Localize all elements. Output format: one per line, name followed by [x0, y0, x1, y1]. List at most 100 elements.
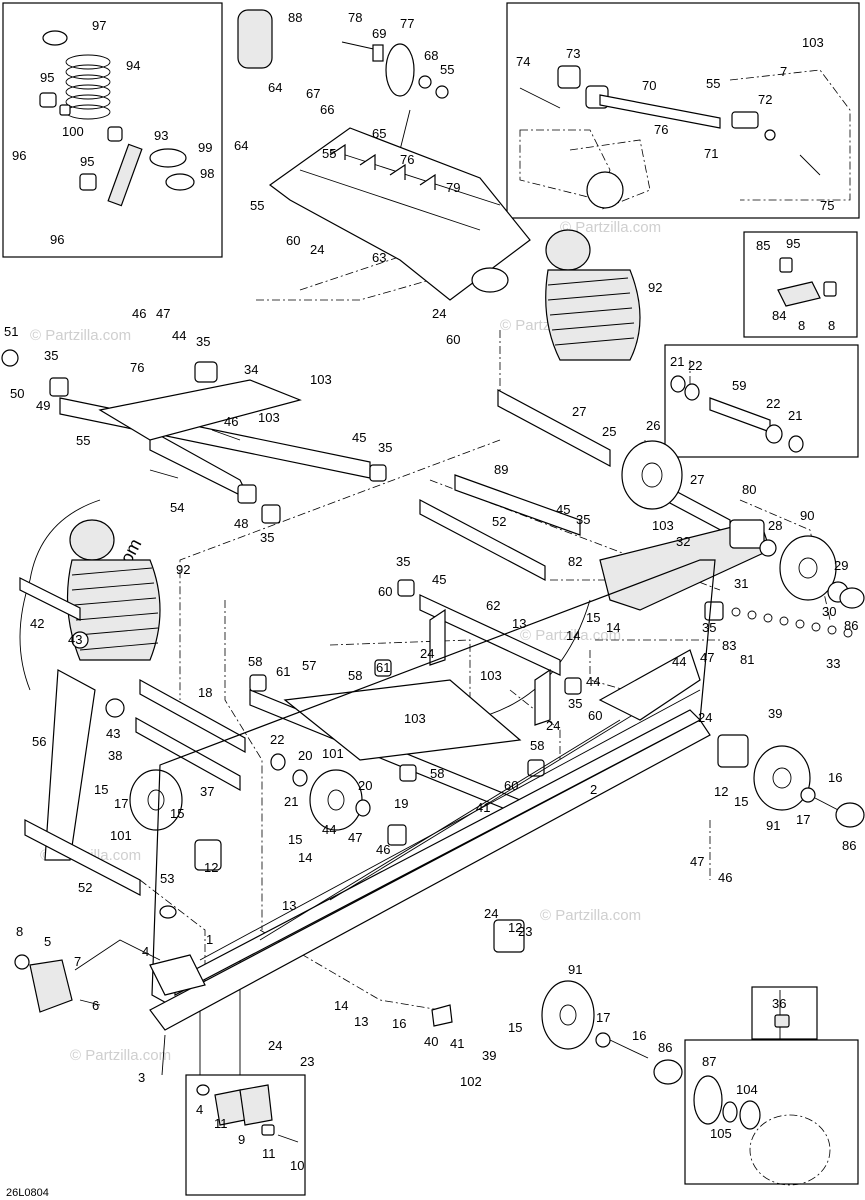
part-label-65: 65: [372, 126, 386, 141]
part-label-39: 39: [482, 1048, 496, 1063]
rear-arm-80: [599, 519, 865, 638]
part-label-35: 35: [196, 334, 210, 349]
part-label-16: 16: [828, 770, 842, 785]
part-label-24: 24: [432, 306, 446, 321]
wheel-77-parts: [341, 41, 449, 99]
part-label-27: 27: [572, 404, 586, 419]
part-label-96: 96: [50, 232, 64, 247]
part-label-39: 39: [768, 706, 782, 721]
part-label-78: 78: [348, 10, 362, 25]
part-label-1: 1: [206, 932, 213, 947]
part-label-36: 36: [772, 996, 786, 1011]
part-label-58: 58: [430, 766, 444, 781]
part-label-103: 103: [480, 668, 502, 683]
part-label-55: 55: [440, 62, 454, 77]
part-36: [774, 1014, 790, 1028]
part-label-75: 75: [820, 198, 834, 213]
part-label-46: 46: [718, 870, 732, 885]
part-label-95: 95: [786, 236, 800, 251]
part-label-47: 47: [156, 306, 170, 321]
part-label-6: 6: [92, 998, 99, 1013]
watermark: © Partzilla.com: [30, 327, 131, 344]
part-label-51: 51: [4, 324, 18, 339]
part-label-85: 85: [756, 238, 770, 253]
part-label-41: 41: [476, 800, 490, 815]
part-label-49: 49: [36, 398, 50, 413]
part-label-35: 35: [396, 554, 410, 569]
part-label-95: 95: [80, 154, 94, 169]
part-label-15: 15: [734, 794, 748, 809]
part-label-35: 35: [576, 512, 590, 527]
part-label-86: 86: [844, 618, 858, 633]
part-label-103: 103: [310, 372, 332, 387]
part-label-86: 86: [658, 1040, 672, 1055]
end-cap-parts: [14, 954, 101, 1013]
part-label-92: 92: [176, 562, 190, 577]
part-label-63: 63: [372, 250, 386, 265]
part-label-21: 21: [670, 354, 684, 369]
part-label-32: 32: [676, 534, 690, 549]
part-label-15: 15: [94, 782, 108, 797]
part-label-12: 12: [204, 860, 218, 875]
part-label-60: 60: [504, 778, 518, 793]
part-label-45: 45: [556, 502, 570, 517]
part-label-88: 88: [288, 10, 302, 25]
part-label-94: 94: [126, 58, 140, 73]
part-label-76: 76: [130, 360, 144, 375]
part-label-35: 35: [260, 530, 274, 545]
part-label-103: 103: [652, 518, 674, 533]
slider-inset-parts: [196, 1084, 299, 1143]
part-label-99: 99: [198, 140, 212, 155]
part-label-103: 103: [802, 35, 824, 50]
part-label-89: 89: [494, 462, 508, 477]
part-label-46: 46: [224, 414, 238, 429]
part-label-61: 61: [276, 664, 290, 679]
wheel-inset-parts: [693, 1075, 831, 1186]
part-label-60: 60: [286, 233, 300, 248]
part-label-55: 55: [706, 76, 720, 91]
part-label-64: 64: [268, 80, 282, 95]
part-label-97: 97: [92, 18, 106, 33]
part-label-24: 24: [698, 710, 712, 725]
part-label-15: 15: [586, 610, 600, 625]
part-label-43: 43: [106, 726, 120, 741]
part-label-21: 21: [788, 408, 802, 423]
part-label-80: 80: [742, 482, 756, 497]
pivot-arm-parts: [19, 577, 141, 896]
part-label-58: 58: [530, 738, 544, 753]
part-label-9: 9: [238, 1132, 245, 1147]
part-84: [777, 281, 821, 307]
part-label-23: 23: [300, 1054, 314, 1069]
part-label-20: 20: [358, 778, 372, 793]
part-label-67: 67: [306, 86, 320, 101]
part-label-91: 91: [568, 962, 582, 977]
part-label-22: 22: [270, 732, 284, 747]
part-label-48: 48: [234, 516, 248, 531]
part-label-25: 25: [602, 424, 616, 439]
part-label-17: 17: [796, 812, 810, 827]
part-label-19: 19: [394, 796, 408, 811]
part-label-101: 101: [110, 828, 132, 843]
part-label-72: 72: [758, 92, 772, 107]
part-label-45: 45: [432, 572, 446, 587]
part-label-15: 15: [288, 832, 302, 847]
part-label-70: 70: [642, 78, 656, 93]
part-label-60: 60: [378, 584, 392, 599]
part-label-21: 21: [284, 794, 298, 809]
part-label-66: 66: [320, 102, 334, 117]
part-label-24: 24: [268, 1038, 282, 1053]
part-label-22: 22: [766, 396, 780, 411]
part-label-11: 11: [214, 1116, 228, 1131]
part-label-42: 42: [30, 616, 44, 631]
part-label-81: 81: [740, 652, 754, 667]
part-label-7: 7: [74, 954, 81, 969]
part-label-73: 73: [566, 46, 580, 61]
part-label-15: 15: [508, 1020, 522, 1035]
part-label-76: 76: [400, 152, 414, 167]
part-label-83: 83: [722, 638, 736, 653]
part-label-79: 79: [446, 180, 460, 195]
part-label-69: 69: [372, 26, 386, 41]
part-label-77: 77: [400, 16, 414, 31]
part-label-12: 12: [714, 784, 728, 799]
